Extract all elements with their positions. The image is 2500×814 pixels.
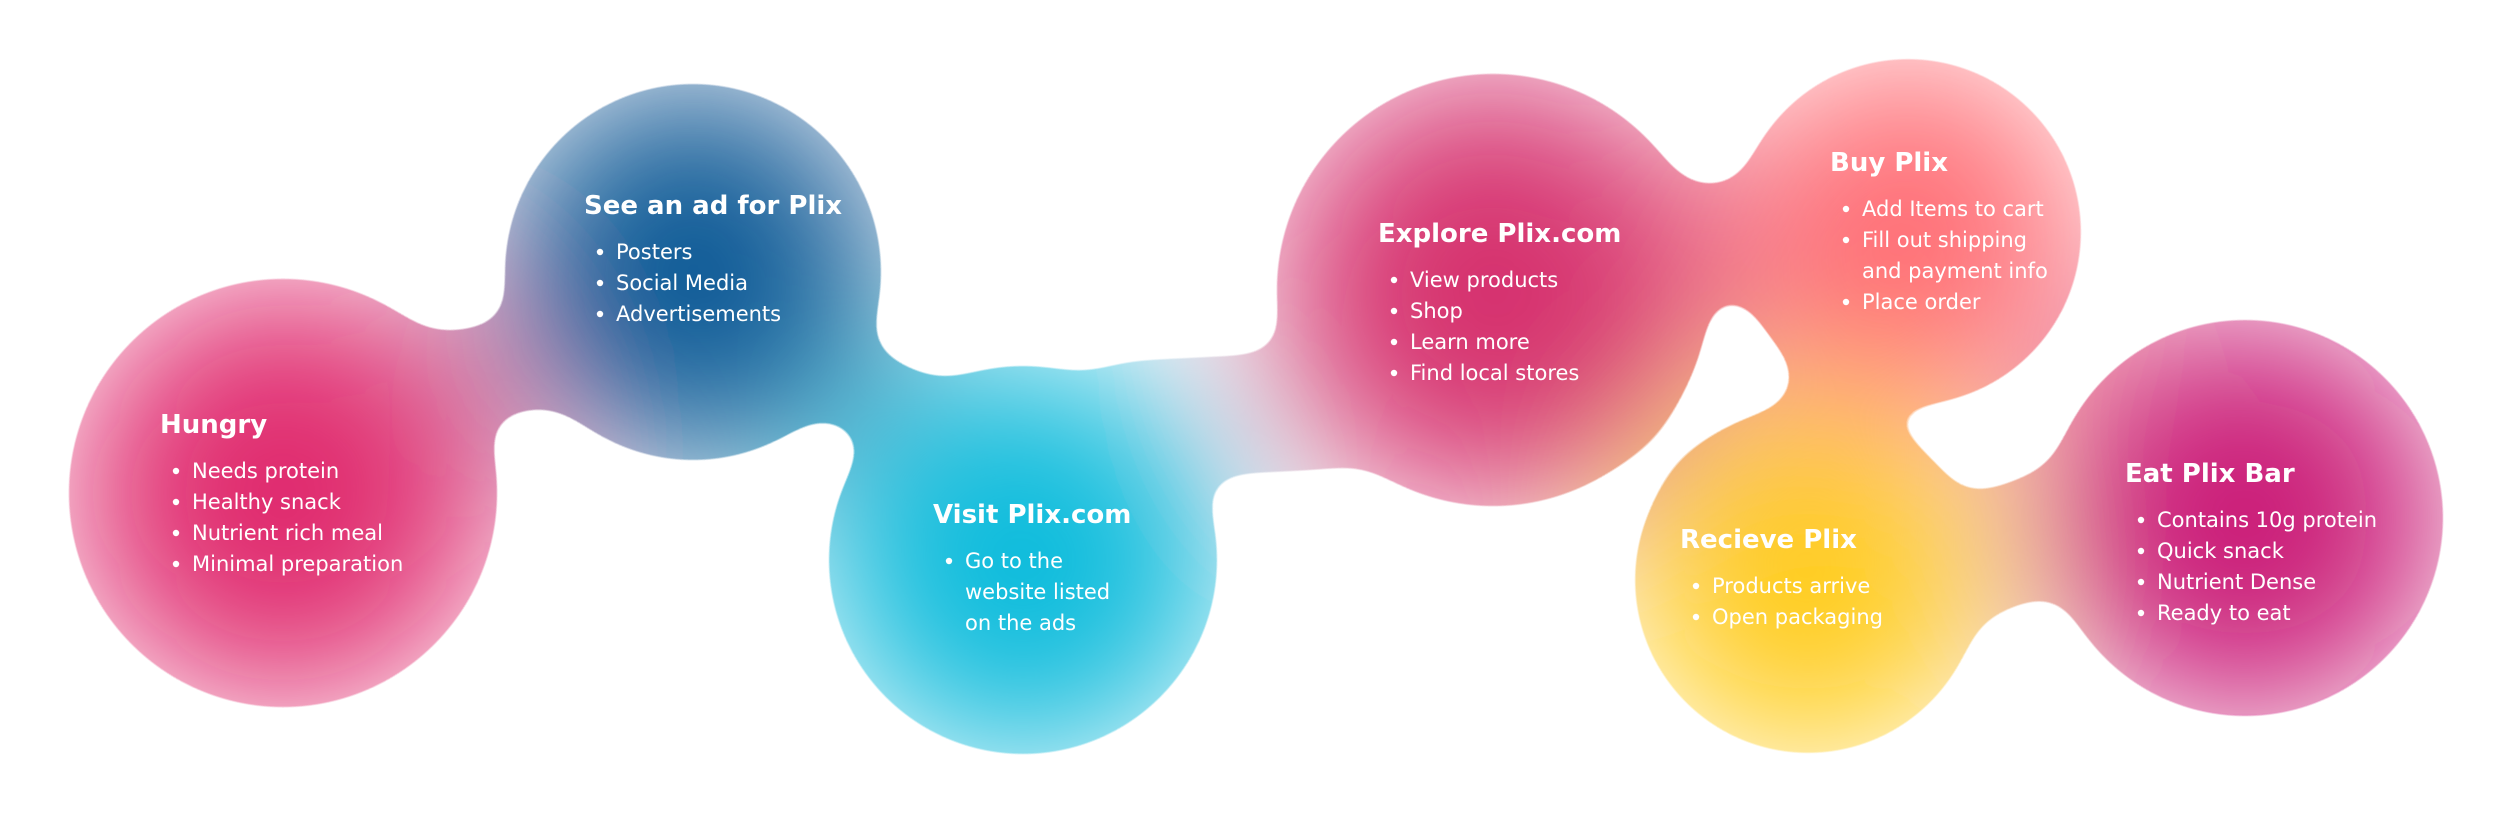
stage-item: Needs protein (192, 459, 339, 483)
bullet-icon (1390, 369, 1398, 377)
bullet-icon (172, 467, 180, 475)
stage-item: Shop (1410, 299, 1463, 323)
bullet-icon (1842, 236, 1850, 244)
stage-title: Visit Plix.com (933, 500, 1131, 530)
bullet-icon (1390, 307, 1398, 315)
color-field (813, 350, 1233, 770)
stage-title: See an ad for Plix (584, 191, 842, 221)
stage-item: Add Items to cart (1862, 197, 2044, 221)
stage-item: Learn more (1410, 330, 1530, 354)
bullet-icon (2137, 547, 2145, 555)
bullet-icon (2137, 516, 2145, 524)
stage-item: Minimal preparation (192, 552, 403, 576)
bullet-icon (1390, 338, 1398, 346)
bullet-icon (1842, 205, 1850, 213)
stage-title: Recieve Plix (1680, 525, 1857, 555)
color-field (1268, 65, 1718, 515)
color-field (493, 72, 893, 472)
stage-title: Hungry (160, 410, 267, 440)
color-field (1628, 400, 1988, 760)
bullet-icon (596, 248, 604, 256)
stage-item: Nutrient Dense (2157, 570, 2316, 594)
stage-item: Place order (1862, 290, 1981, 314)
bullet-icon (1390, 276, 1398, 284)
stage-item: Posters (616, 240, 692, 264)
stage-item: Products arrive (1712, 574, 1870, 598)
stage-item: Quick snack (2157, 539, 2285, 563)
bullet-icon (1692, 613, 1700, 621)
stage-title: Eat Plix Bar (2125, 459, 2295, 489)
bullet-icon (172, 560, 180, 568)
bullet-icon (1842, 298, 1850, 306)
bullet-icon (596, 279, 604, 287)
bullet-icon (172, 498, 180, 506)
bullet-icon (2137, 578, 2145, 586)
stage-item: Find local stores (1410, 361, 1579, 385)
stage-item: Nutrient rich meal (192, 521, 383, 545)
bullet-icon (1692, 582, 1700, 590)
bullet-icon (172, 529, 180, 537)
stage-item: Open packaging (1712, 605, 1883, 629)
stage-title: Buy Plix (1830, 148, 1948, 178)
stage-item: Social Media (616, 271, 748, 295)
stage-item: View products (1410, 268, 1558, 292)
color-field (63, 273, 503, 713)
stage-item: Advertisements (616, 302, 781, 326)
bullet-icon (945, 557, 953, 565)
bullet-icon (596, 310, 604, 318)
stage-item: Ready to eat (2157, 601, 2291, 625)
stage-item: Contains 10g protein (2157, 508, 2377, 532)
color-field (1728, 52, 2088, 412)
stage-title: Explore Plix.com (1378, 219, 1621, 249)
bullet-icon (2137, 609, 2145, 617)
stage-item: Healthy snack (192, 490, 342, 514)
color-field (2035, 308, 2455, 728)
